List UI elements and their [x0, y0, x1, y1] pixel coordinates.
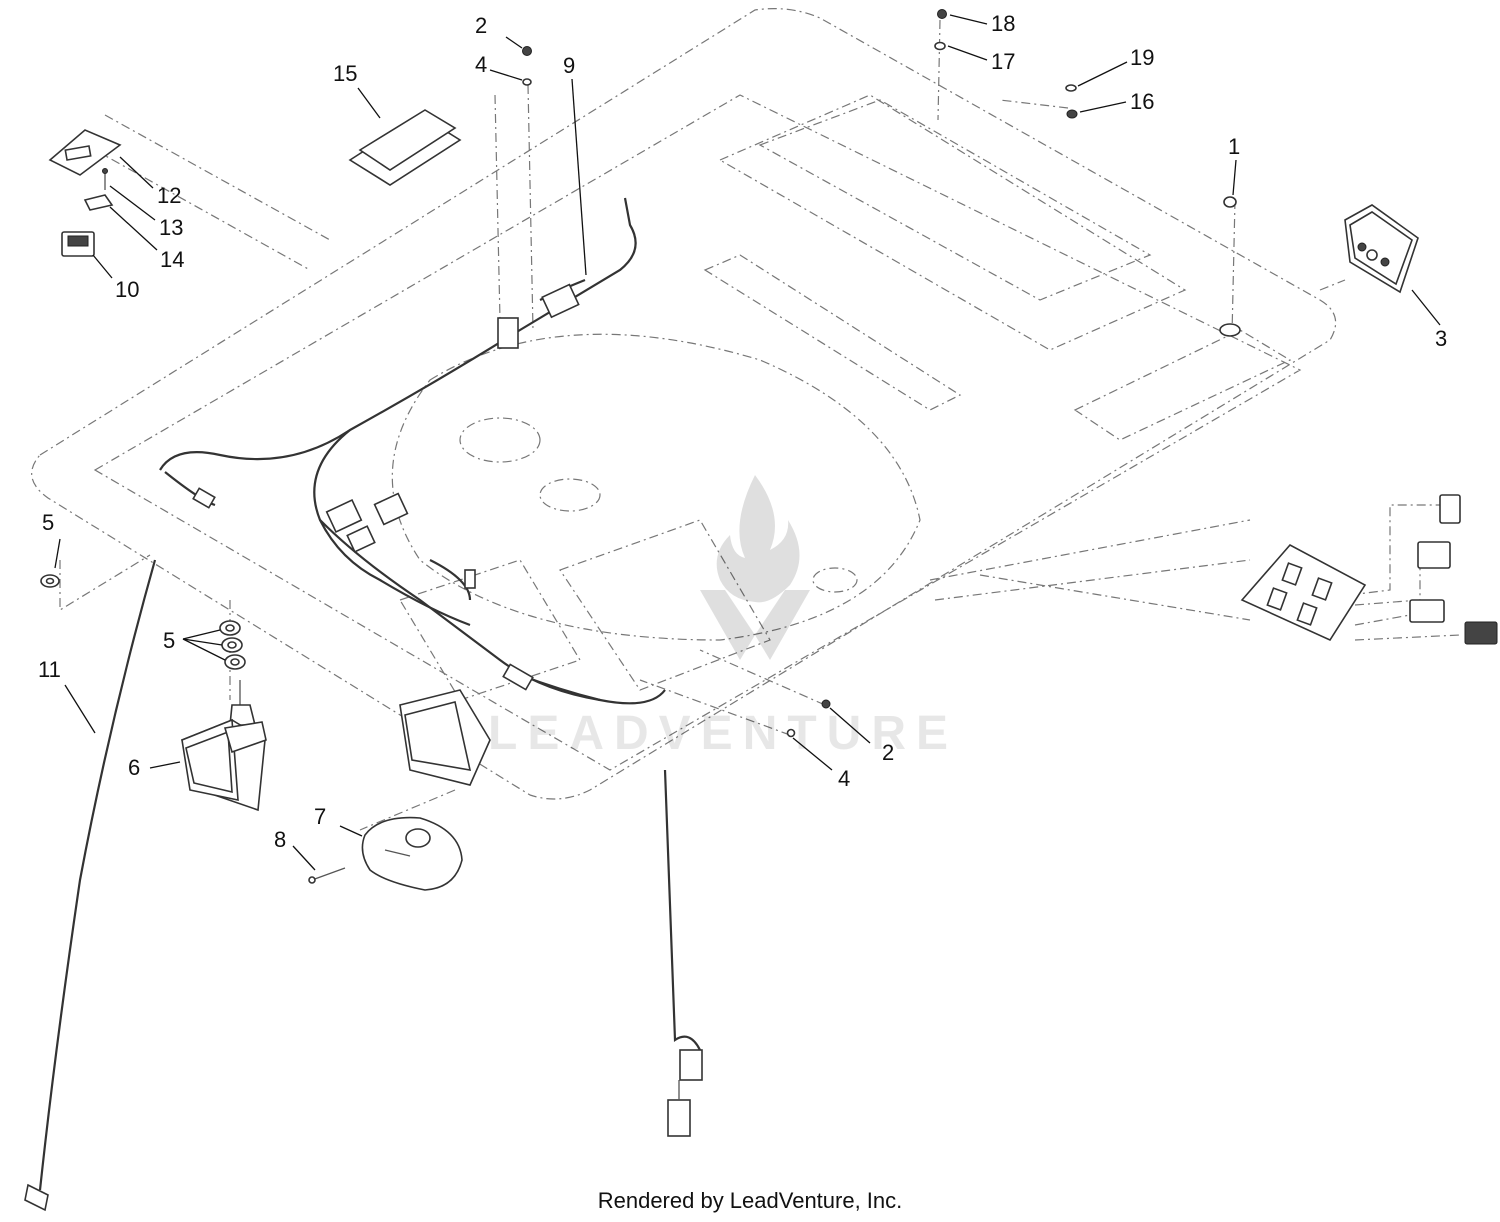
callout-8: 8 [274, 827, 287, 852]
part-12-mount-plate [48, 129, 122, 176]
part-5-washer-stack [219, 620, 246, 670]
part-2-nut-top [522, 46, 532, 56]
part-6-work-light [180, 680, 267, 812]
callout-2-top: 2 [475, 13, 488, 38]
part-10-rocker-switch [61, 231, 95, 257]
part-18-nut [937, 9, 947, 19]
switch-panel [1240, 494, 1498, 645]
roof-panel-outline [31, 8, 1337, 800]
harness-connectors [192, 283, 580, 691]
part-7-marker-lamp [361, 816, 463, 891]
callout-leader-lines [54, 14, 1441, 871]
callout-14: 14 [160, 247, 185, 272]
leadventure-logo-watermark [700, 475, 810, 660]
assembly-guide-lines [59, 19, 1461, 831]
callout-15: 15 [333, 61, 358, 86]
part-8-screw [308, 867, 346, 884]
callout-19: 19 [1130, 45, 1155, 70]
callout-4-right: 4 [838, 766, 851, 791]
callout-12: 12 [157, 183, 182, 208]
callout-6: 6 [128, 755, 141, 780]
part-13-screw [102, 168, 108, 190]
callout-17: 17 [991, 49, 1016, 74]
front-light-housing [399, 689, 491, 786]
callout-18: 18 [991, 11, 1016, 36]
part-1-grommet [1219, 196, 1241, 337]
part-14-decal [83, 194, 114, 211]
callout-4-top: 4 [475, 52, 488, 77]
part-2-nut-right [821, 699, 831, 709]
footer-credit: Rendered by LeadVenture, Inc. [597, 1188, 903, 1213]
part-16-bolt [1066, 109, 1078, 119]
part-5-washer-left [40, 574, 60, 588]
callout-5-left: 5 [42, 510, 55, 535]
callout-3: 3 [1435, 326, 1448, 351]
callout-13: 13 [159, 215, 184, 240]
callout-1: 1 [1228, 134, 1241, 159]
part-15-module [348, 109, 462, 186]
callout-9: 9 [563, 53, 576, 78]
part-4-washer-top [522, 78, 532, 86]
callout-11: 11 [38, 657, 61, 682]
part-4-washer-right [786, 728, 796, 738]
callout-2-right: 2 [882, 740, 895, 765]
part-19-ring [1065, 84, 1077, 92]
part-17-washer [934, 41, 946, 51]
callout-16: 16 [1130, 89, 1155, 114]
callout-7: 7 [314, 804, 327, 829]
part-11-cable [24, 559, 157, 1212]
callout-10: 10 [115, 277, 140, 302]
callout-5-stack: 5 [163, 628, 176, 653]
part-3-rear-lamp [1344, 204, 1419, 294]
watermark-text: LEADVENTURE [488, 707, 959, 760]
dangling-connector-lead [663, 769, 703, 1137]
